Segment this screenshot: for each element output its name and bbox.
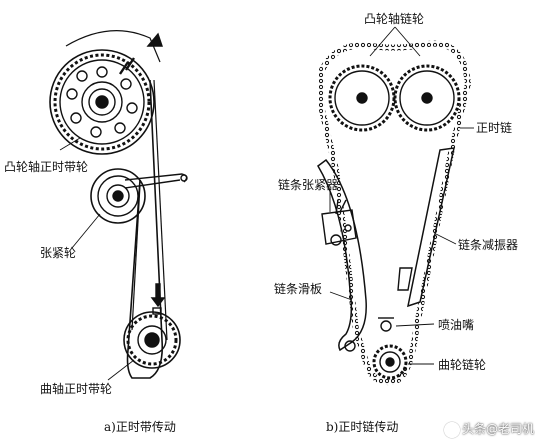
cam-sprocket-left [328, 64, 396, 132]
caption-belt-drive: a)正时带传动 [104, 420, 176, 434]
chain-damper [407, 147, 455, 308]
label-chain-tensioner: 链条张紧器 [278, 178, 339, 192]
label-chain-damper: 链条减振器 [458, 238, 519, 252]
belt-drive-diagram [49, 30, 188, 381]
chain-drive-diagram [317, 26, 474, 386]
chain-slide [317, 158, 367, 352]
belt-direction-arrows [119, 57, 135, 75]
label-crank-sprocket: 曲轮链轮 [438, 358, 487, 372]
cam-pulley [49, 49, 155, 155]
tensioner-pulley [90, 168, 146, 224]
crank-timing-arrow [150, 283, 166, 308]
tensioner-arm [124, 173, 188, 189]
oil-nozzle [378, 317, 394, 332]
label-crank-pulley: 曲轴正时带轮 [40, 382, 113, 396]
chain-tensioner [321, 199, 357, 246]
label-tensioner: 张紧轮 [40, 246, 77, 260]
watermark-logo-icon [444, 422, 460, 438]
timing-chain [319, 40, 472, 386]
label-cam-sprockets: 凸轮轴链轮 [364, 12, 425, 26]
label-chain-slide: 链条滑板 [274, 282, 323, 296]
label-oil-nozzle: 喷油嘴 [438, 318, 475, 332]
watermark-text: 头条@老司机 [462, 422, 535, 436]
crank-pulley [123, 311, 181, 369]
cam-sprocket-right [393, 64, 461, 132]
timing-belt [126, 79, 164, 379]
crank-sprocket [372, 344, 408, 380]
cam-timing-arrow [146, 32, 163, 47]
belt-cover [65, 30, 161, 63]
caption-chain-drive: b)正时链传动 [326, 420, 399, 434]
label-timing-chain: 正时链 [476, 121, 513, 135]
label-cam-pulley: 凸轮轴正时带轮 [4, 160, 89, 174]
